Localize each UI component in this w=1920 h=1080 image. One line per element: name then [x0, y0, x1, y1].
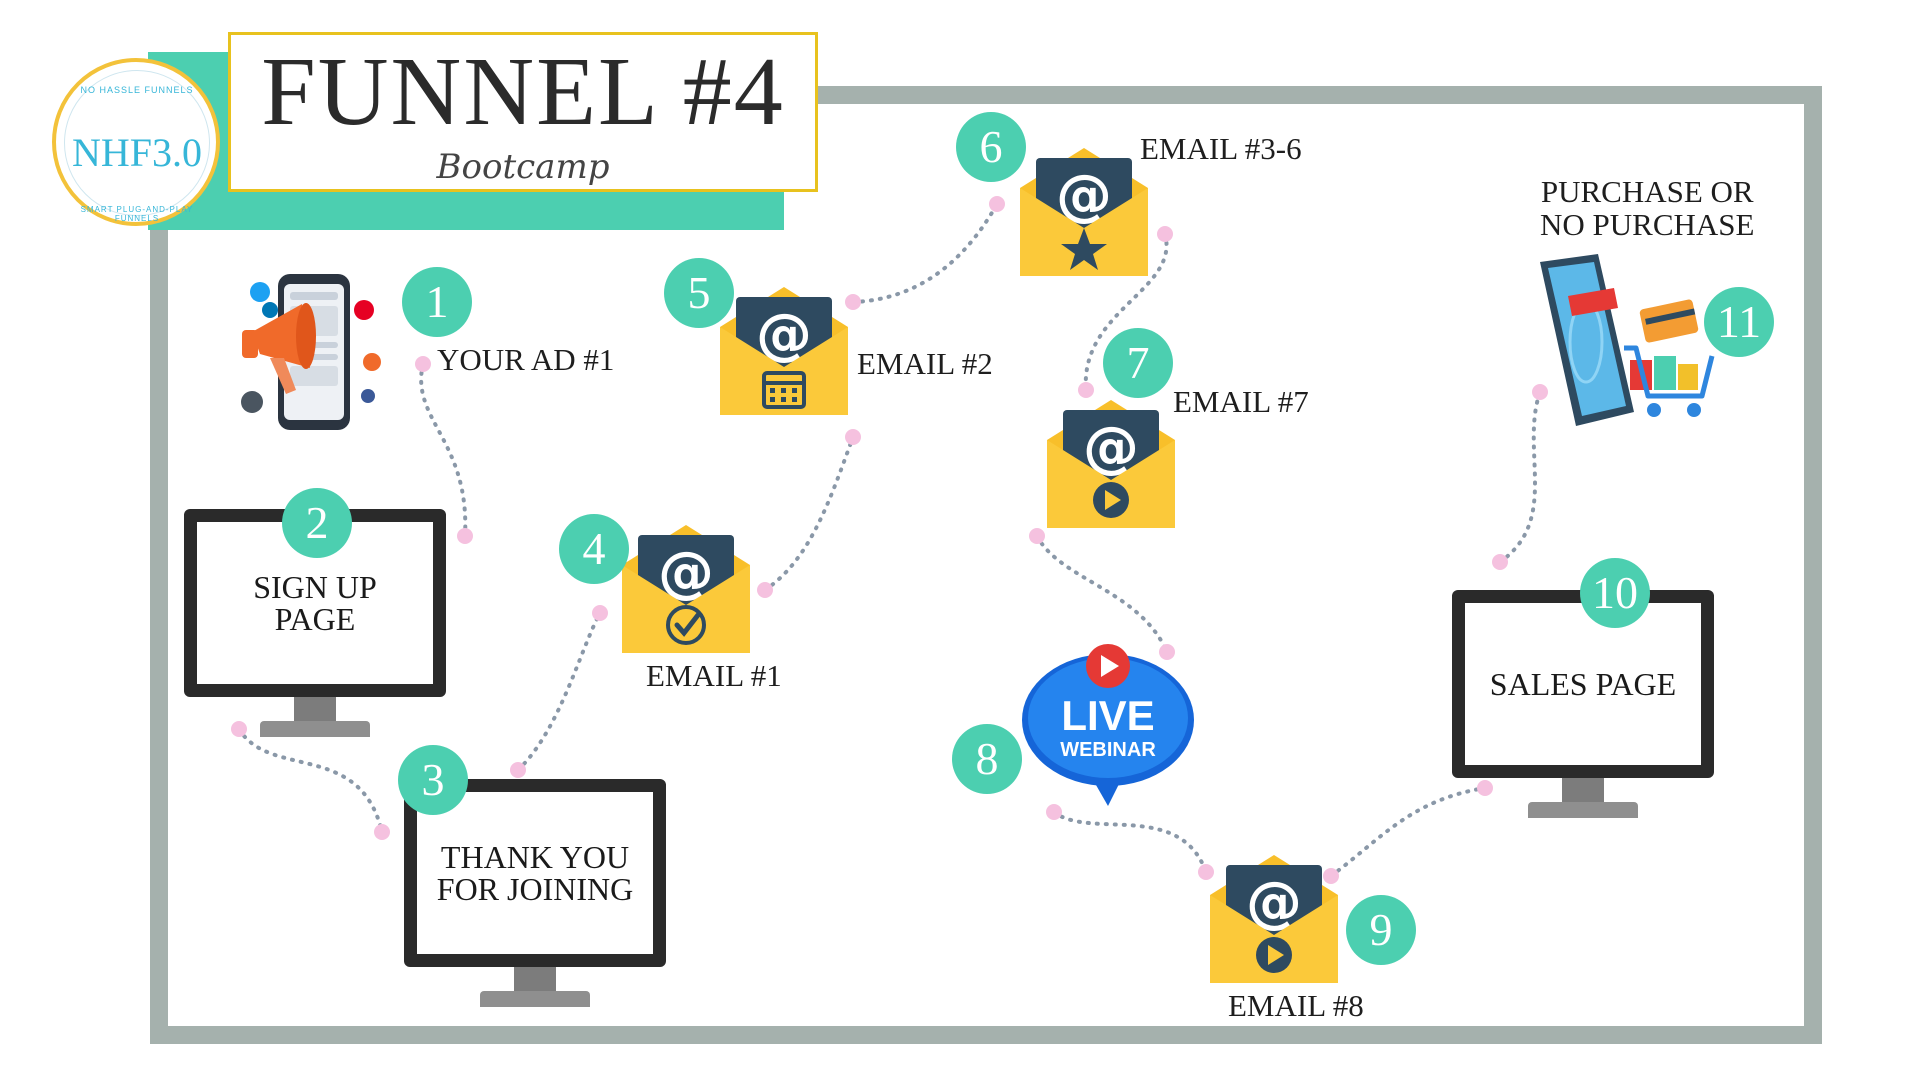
- webinar-line2: WEBINAR: [1060, 739, 1156, 761]
- logo-ring: NO HASSLE FUNNELS NHF3.0 SMART PLUG-AND-…: [64, 70, 210, 223]
- monitor-stand: [1562, 778, 1604, 802]
- connector-8-9: [1052, 810, 1208, 874]
- monitor-stand: [514, 967, 556, 991]
- connector-7-8: [1035, 534, 1169, 654]
- connector-4-5: [763, 435, 855, 592]
- connector-dot: [1492, 554, 1508, 570]
- step-6-badge: 6: [956, 112, 1026, 182]
- email-calendar-icon: @: [720, 287, 848, 415]
- step-2-badge: 2: [282, 488, 352, 558]
- connector-6-7: [1083, 232, 1169, 392]
- connector-dot: [1323, 868, 1339, 884]
- shopping-cart-tablet-icon: [1540, 254, 1715, 426]
- step-4-label: EMAIL #1: [646, 658, 782, 693]
- step-11-badge: 11: [1704, 287, 1774, 357]
- step-7-label: EMAIL #7: [1173, 384, 1309, 419]
- monitor-screen: SALES PAGE: [1452, 590, 1714, 778]
- step-1-badge: 1: [402, 267, 472, 337]
- connector-1-2: [419, 362, 468, 538]
- connector-dot: [374, 824, 390, 840]
- email-star-icon: @: [1020, 148, 1148, 276]
- step-3-monitor: THANK YOU FOR JOINING: [404, 779, 666, 1007]
- connector-dot: [989, 196, 1005, 212]
- step-1-label: YOUR AD #1: [437, 342, 615, 377]
- step-10-monitor: SALES PAGE: [1452, 590, 1714, 818]
- connector-dot: [1198, 864, 1214, 880]
- monitor-base: [480, 991, 590, 1007]
- connector-dot: [1029, 528, 1045, 544]
- live-webinar-bubble-icon: LIVE WEBINAR: [1022, 644, 1194, 806]
- step-5-label: EMAIL #2: [857, 346, 993, 381]
- step-10-label: SALES PAGE: [1465, 603, 1701, 765]
- connector-2-3: [237, 727, 384, 834]
- step-3-label: THANK YOU FOR JOINING: [417, 792, 653, 954]
- logo-ring-top-text: NO HASSLE FUNNELS: [80, 85, 194, 95]
- monitor-screen: THANK YOU FOR JOINING: [404, 779, 666, 967]
- email-check-icon: @: [622, 525, 750, 653]
- connector-9-10: [1329, 786, 1487, 878]
- connector-dot: [757, 582, 773, 598]
- step-5-badge: 5: [664, 258, 734, 328]
- connector-dot: [415, 356, 431, 372]
- step-11-label: PURCHASE OR NO PURCHASE: [1540, 174, 1755, 242]
- logo-ring-bottom-text: SMART PLUG-AND-PLAY FUNNELS: [80, 205, 194, 223]
- page-subtitle: Bootcamp: [436, 147, 610, 187]
- step-6-label: EMAIL #3-6: [1140, 131, 1302, 166]
- connector-dot: [1157, 226, 1173, 242]
- connector-10-11: [1498, 390, 1542, 564]
- connector-dot: [845, 294, 861, 310]
- connector-dot: [457, 528, 473, 544]
- connector-dot: [592, 605, 608, 621]
- step-7-badge: 7: [1103, 328, 1173, 398]
- connector-3-4: [516, 611, 602, 772]
- step-3-badge: 3: [398, 745, 468, 815]
- connector-5-6: [851, 202, 999, 304]
- connector-dot: [1477, 780, 1493, 796]
- connector-dot: [1078, 382, 1094, 398]
- brand-logo: NO HASSLE FUNNELS NHF3.0 SMART PLUG-AND-…: [52, 58, 220, 226]
- step-9-badge: 9: [1346, 895, 1416, 965]
- connector-dot: [1046, 804, 1062, 820]
- connector-dot: [510, 762, 526, 778]
- connector-dot: [231, 721, 247, 737]
- email-play-icon: @: [1210, 855, 1338, 983]
- title-card: FUNNEL #4 Bootcamp: [228, 32, 818, 192]
- connector-dot: [845, 429, 861, 445]
- monitor-base: [1528, 802, 1638, 818]
- page-title: FUNNEL #4: [261, 38, 785, 146]
- step-4-badge: 4: [559, 514, 629, 584]
- connector-dot: [1532, 384, 1548, 400]
- email-play-icon: @: [1047, 400, 1175, 528]
- step-8-badge: 8: [952, 724, 1022, 794]
- step-10-badge: 10: [1580, 558, 1650, 628]
- connector-dot: [1159, 644, 1175, 660]
- megaphone-phone-icon: [241, 274, 381, 430]
- logo-main-text: NHF3.0: [71, 130, 203, 175]
- monitor-base: [260, 721, 370, 737]
- step-9-label: EMAIL #8: [1228, 988, 1364, 1023]
- webinar-line1: LIVE: [1061, 692, 1154, 739]
- monitor-stand: [294, 697, 336, 721]
